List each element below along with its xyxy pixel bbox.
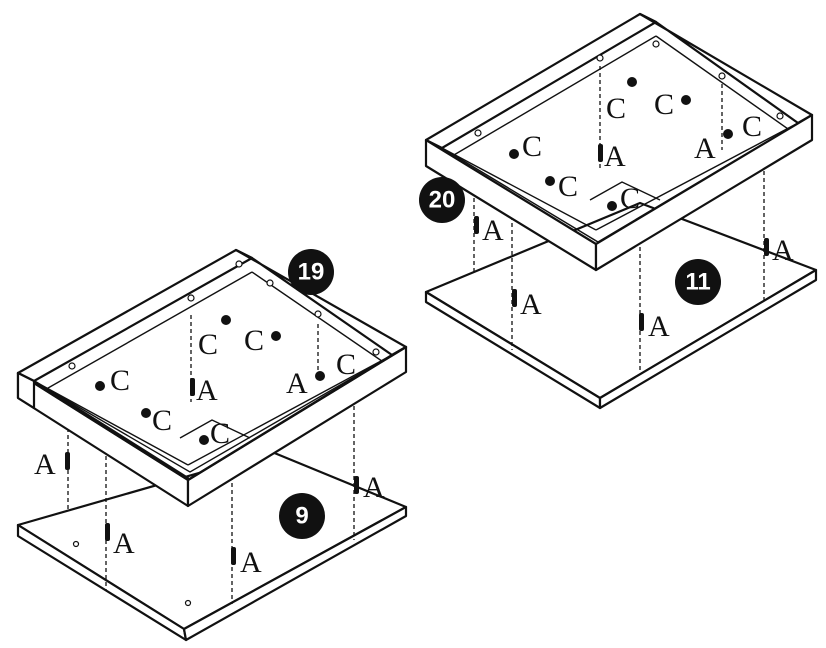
dowel-label: A [196,374,218,407]
dowel-label: A [694,132,716,165]
cam-lock-icon [271,331,281,341]
right-dowels [474,144,769,331]
cam-lock-icon [315,371,325,381]
dowel-icon [474,216,479,234]
right-part-labels: C C C C C C A A A A A A [482,88,794,343]
dowel-label: A [648,310,670,343]
step-number: 20 [429,187,456,214]
cam-label: C [210,417,230,450]
cam-label: C [654,88,674,121]
cam-label: C [244,324,264,357]
dowel-label: A [240,546,262,579]
cam-lock-icon [141,408,151,418]
left-assembly: C C C C C C A A A A A A 19 9 [16,248,408,642]
right-assembly: C C C C C C A A A A A A 20 11 [419,12,818,410]
step-number: 11 [685,269,710,296]
cam-lock-icon [199,435,209,445]
dowel-icon [764,238,769,256]
dowel-icon [231,547,236,565]
dowel-icon [639,313,644,331]
left-part-labels: C C C C C C A A A A A A [34,324,385,579]
dowel-icon [512,289,517,307]
callout-20: 20 [419,177,465,223]
cam-label: C [522,130,542,163]
cam-label: C [558,170,578,203]
dowel-icon [190,378,195,396]
cam-label: C [152,404,172,437]
left-cam-locks [95,315,325,445]
callout-11: 11 [675,259,721,305]
cam-label: C [336,348,356,381]
cam-lock-icon [221,315,231,325]
step-number: 9 [295,503,308,530]
cam-lock-icon [545,176,555,186]
dowel-icon [354,476,359,494]
cam-label: C [110,364,130,397]
dowel-label: A [772,234,794,267]
dowel-label: A [482,214,504,247]
cam-label: C [606,92,626,125]
dowel-icon [598,144,603,162]
cam-lock-icon [607,201,617,211]
dowel-label: A [286,367,308,400]
callout-9: 9 [279,493,325,539]
left-dowels [65,378,359,565]
dowel-icon [65,452,70,470]
cam-lock-icon [681,95,691,105]
dowel-label: A [520,288,542,321]
dowel-label: A [363,471,385,504]
cam-lock-icon [509,149,519,159]
cam-lock-icon [95,381,105,391]
right-cam-locks [509,77,733,211]
right-frame [424,12,814,272]
cam-label: C [198,328,218,361]
dowel-label: A [604,140,626,173]
dowel-label: A [34,448,56,481]
step-number: 19 [298,259,325,286]
cam-label: C [742,110,762,143]
cam-lock-icon [627,77,637,87]
left-frame [16,248,408,508]
callout-19: 19 [288,249,334,295]
cam-lock-icon [723,129,733,139]
cam-label: C [620,182,640,215]
dowel-icon [105,523,110,541]
dowel-label: A [113,527,135,560]
right-bottom-panel [424,201,818,410]
